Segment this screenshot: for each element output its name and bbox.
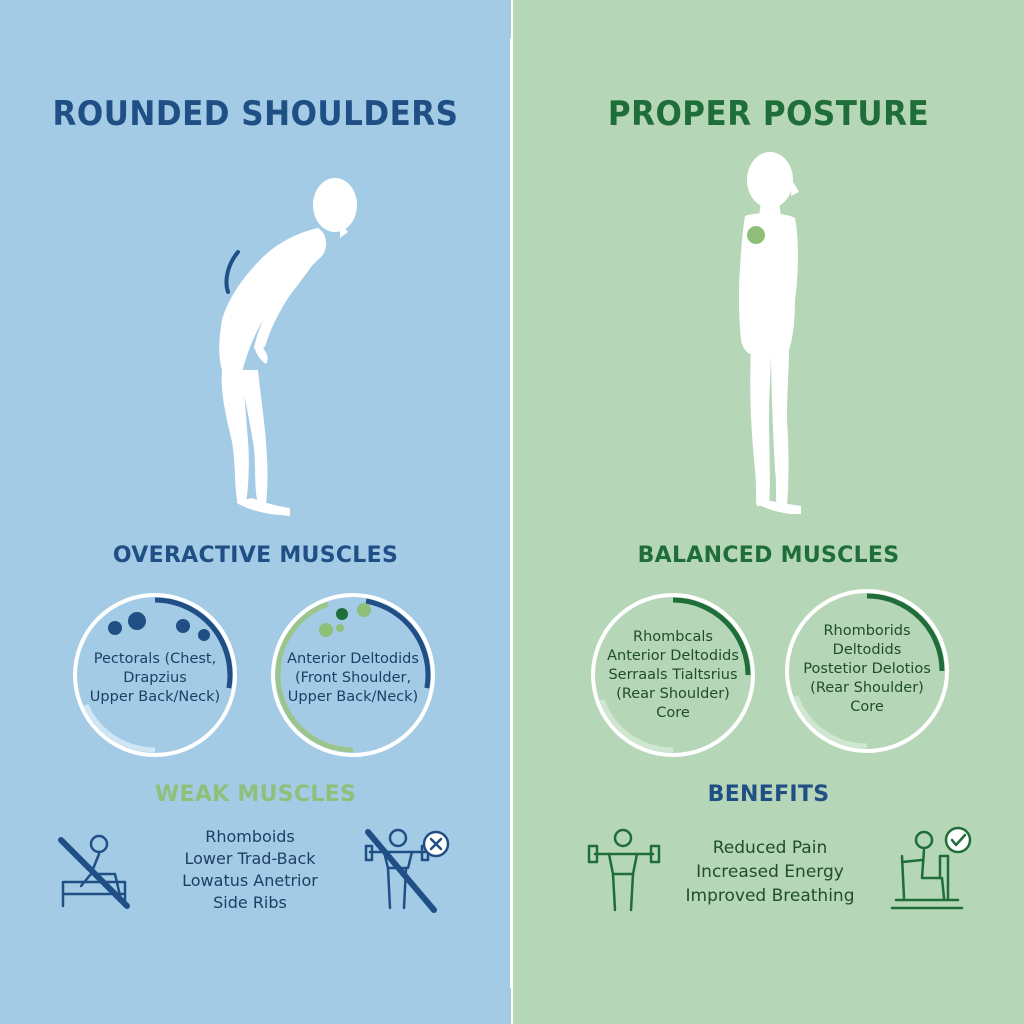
- circle-text-line: Rhomborids: [823, 623, 911, 639]
- circle-text-line: Drapzius: [123, 670, 187, 686]
- benefits-heading: BENEFITS: [707, 782, 830, 807]
- upright-figure: [738, 152, 801, 514]
- list-item: Lowatus Anetrior: [182, 871, 318, 890]
- overactive-circle-2: Anterior Deltodids (Front Shoulder, Uppe…: [268, 590, 438, 760]
- circle-text-line: (Rear Shoulder): [616, 686, 730, 702]
- left-panel: [0, 0, 511, 1024]
- balanced-circle-1: Rhombcals Anterior Deltodids Serraals Ti…: [588, 590, 758, 760]
- overactive-circle-1: Pectorals (Chest, Drapzius Upper Back/Ne…: [70, 590, 240, 760]
- circle-text-line: Upper Back/Neck): [89, 689, 221, 705]
- circle-text-line: Serraals Tialtsrius: [608, 667, 738, 683]
- circle-text-line: Anterior Deltodids: [607, 648, 739, 664]
- list-item: Improved Breathing: [685, 886, 855, 906]
- weak-muscles-list: Rhomboids Lower Trad-Back Lowatus Anetri…: [160, 826, 340, 914]
- x-circle-icon: [422, 830, 450, 858]
- weak-heading: WEAK MUSCLES: [154, 782, 357, 807]
- circle-text-line: (Front Shoulder,: [294, 670, 412, 686]
- circle-text-line: Pectorals (Chest,: [93, 651, 217, 667]
- crossed-out-person-lifting-icon: [364, 828, 450, 913]
- list-item: Increased Energy: [696, 862, 844, 882]
- slouched-figure: [219, 178, 357, 516]
- benefits-list: Reduced Pain Increased Energy Improved B…: [680, 836, 860, 908]
- circle-text-line: (Rear Shoulder): [810, 680, 924, 696]
- center-divider: [510, 38, 513, 988]
- circle-text-line: Upper Back/Neck): [287, 689, 419, 705]
- circle-text-line: Core: [850, 699, 884, 715]
- circle-text-line: Rhombcals: [633, 629, 713, 645]
- list-item: Side Ribs: [213, 893, 287, 912]
- list-item: Rhomboids: [205, 827, 295, 846]
- check-circle-icon: [944, 826, 972, 854]
- left-title: ROUNDED SHOULDERS: [52, 94, 459, 134]
- list-item: Reduced Pain: [712, 838, 828, 858]
- right-title: PROPER POSTURE: [607, 94, 930, 134]
- crossed-out-person-sitting-icon: [58, 834, 130, 909]
- circle-text-line: Anterior Deltodids: [287, 651, 419, 667]
- circle-text-line: Postetior Delotios: [803, 661, 931, 677]
- person-lifting-barbell-icon: [587, 828, 661, 912]
- balanced-circle-2: Rhomborids Deltodids Postetior Delotios …: [782, 586, 952, 756]
- balanced-heading: BALANCED MUSCLES: [637, 543, 900, 568]
- overactive-heading: OVERACTIVE MUSCLES: [112, 543, 399, 568]
- person-seated-rowing-icon: [890, 826, 972, 910]
- circle-text-line: Deltodids: [832, 642, 902, 658]
- list-item: Lower Trad-Back: [184, 849, 316, 868]
- circle-text-line: Core: [656, 705, 690, 721]
